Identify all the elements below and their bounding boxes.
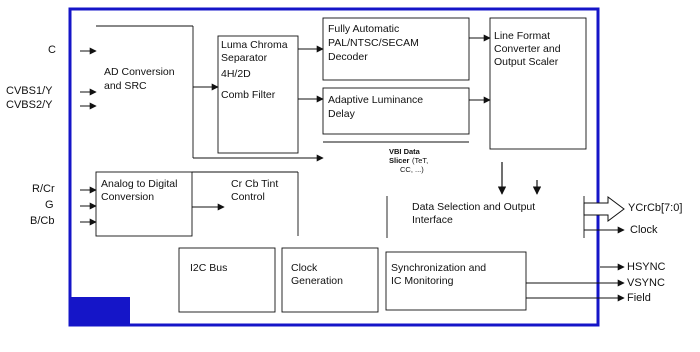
adaptive-delay-line2: Delay <box>328 108 355 120</box>
vbi-slicer-line2: Slicer <box>389 156 410 165</box>
adaptive-delay-box <box>322 87 470 135</box>
analog-digital-line1: Analog to Digital <box>101 178 178 190</box>
vbi-slicer-line1: VBI Data <box>389 147 420 156</box>
output-hsync-label: HSYNC <box>627 261 666 273</box>
output-ycrcb-label: YCrCb[7:0] <box>628 202 683 214</box>
input-g-label: G <box>45 199 54 211</box>
tint-control-line2: Control <box>231 191 265 203</box>
output-field-label: Field <box>627 292 651 304</box>
sync-monitor-line1: Synchronization and <box>391 262 487 274</box>
data-selection-line2: Interface <box>412 214 453 226</box>
input-cvbs2-label: CVBS2/Y <box>6 99 53 111</box>
adaptive-delay-line1: Adaptive Luminance <box>328 94 424 106</box>
ad-conversion-line1: AD Conversion <box>104 66 175 78</box>
clock-gen-box <box>281 247 379 313</box>
output-vsync-label: VSYNC <box>627 277 665 289</box>
input-cvbs1-label: CVBS1/Y <box>6 85 53 97</box>
ad-conversion-line2: and SRC <box>104 80 147 92</box>
line-format-line3: Output Scaler <box>494 56 559 68</box>
vbi-slicer-line2b: (TeT, <box>412 156 429 165</box>
decoder-line2: PAL/NTSC/SECAM <box>328 37 419 49</box>
decoder-line1: Fully Automatic <box>328 23 400 35</box>
i2c-box <box>178 247 276 313</box>
luma-chroma-line3: 4H/2D <box>221 68 251 80</box>
chip-corner-marker <box>70 297 130 325</box>
input-rcr-label: R/Cr <box>32 183 55 195</box>
sync-monitor-box <box>385 251 527 311</box>
output-clock-label: Clock <box>630 224 658 236</box>
chip-outline <box>68 7 600 327</box>
luma-chroma-box <box>217 35 299 154</box>
analog-digital-line2: Conversion <box>101 191 155 203</box>
input-bcb-label: B/Cb <box>30 215 55 227</box>
decoder-line3: Decoder <box>328 51 368 63</box>
vbi-slicer-line3: CC, ...) <box>400 165 424 174</box>
data-selection-line1: Data Selection and Output <box>412 201 536 213</box>
ycrcb-bus-arrow <box>583 196 625 222</box>
sync-monitor-line2: IC Monitoring <box>391 275 454 287</box>
tint-control-line1: Cr Cb Tint <box>231 178 279 190</box>
line-format-box <box>489 17 587 150</box>
luma-chroma-line2: Separator <box>221 52 268 64</box>
analog-digital-box <box>95 171 193 237</box>
line-format-line2: Converter and <box>494 43 561 55</box>
input-c-label: C <box>48 44 56 56</box>
i2c-bus-label: I2C Bus <box>190 262 228 274</box>
luma-chroma-line4: Comb Filter <box>221 89 276 101</box>
clock-gen-line2: Generation <box>291 275 343 287</box>
line-format-line1: Line Format <box>494 30 551 42</box>
clock-gen-line1: Clock <box>291 262 318 274</box>
luma-chroma-line1: Luma Chroma <box>221 39 288 51</box>
